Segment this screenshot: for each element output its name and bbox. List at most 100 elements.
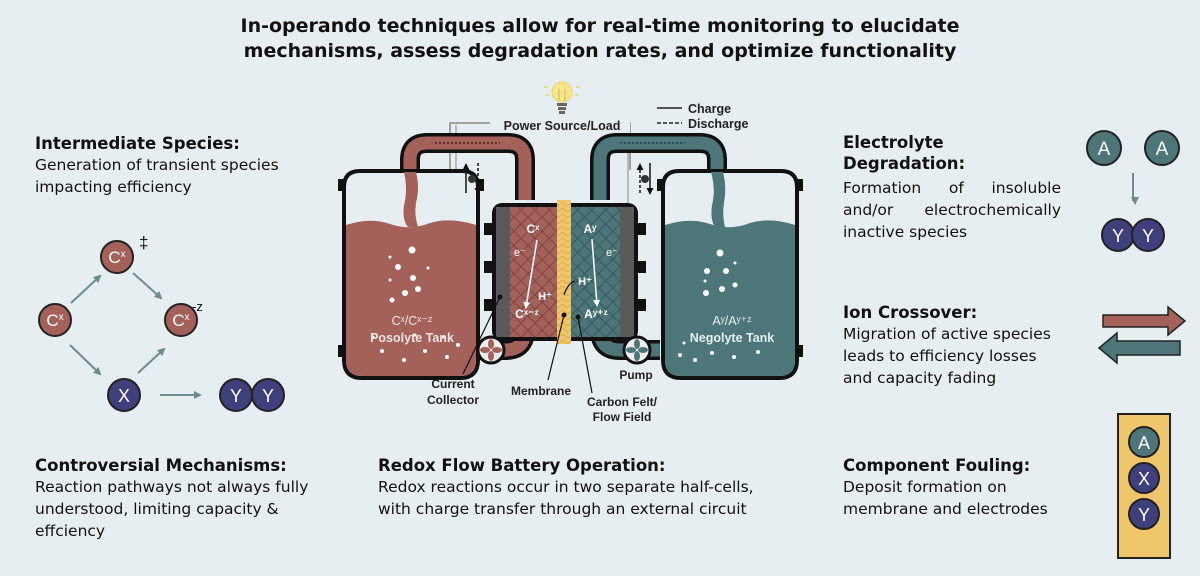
posolyte-species-label: Cˣ/Cˣ⁻ᶻ <box>392 314 433 328</box>
title-line-2: mechanisms, assess degradation rates, an… <box>243 40 957 62</box>
label-current-collector-1: Current <box>431 377 474 391</box>
cell-species-cx: Cˣ <box>526 222 540 236</box>
svg-text:Y: Y <box>262 386 274 406</box>
negolyte-pipe <box>590 133 727 200</box>
fouling-icon: A X Y <box>1117 413 1171 559</box>
legend-charge-label: Charge <box>688 102 731 116</box>
species-cx-transition: Cx ‡ <box>100 233 148 274</box>
section-body-line: impacting efficiency <box>35 178 192 196</box>
label-carbon-felt-2: Flow Field <box>593 410 652 424</box>
section-heading: Degradation: <box>843 154 966 173</box>
svg-text:X: X <box>118 386 130 406</box>
section-body-line: Generation of transient species <box>35 156 279 174</box>
power-source-label: Power Source/Load <box>504 119 621 133</box>
section-component-fouling: Component Fouling: Deposit formation on … <box>843 455 1083 520</box>
cell-electron-left: e⁻ <box>514 247 526 259</box>
reduced-charge-mark: -z <box>192 299 203 314</box>
section-heading: Component Fouling: <box>843 456 1031 475</box>
current-collector-right <box>620 207 634 337</box>
species-x: X <box>107 378 141 412</box>
svg-text:Y: Y <box>1142 226 1154 246</box>
label-pump: Pump <box>619 368 652 382</box>
pump-negolyte <box>622 335 652 365</box>
transition-state-mark: ‡ <box>139 233 148 252</box>
negolyte-species-label: Aʸ/Aʸ⁺ᶻ <box>712 314 752 328</box>
svg-text:Cx: Cx <box>172 311 189 330</box>
arrow-transition-to-reduced <box>132 272 163 300</box>
title-line-1: In-operando techniques allow for real-ti… <box>240 15 960 37</box>
svg-text:Y: Y <box>1138 505 1150 525</box>
label-carbon-felt-1: Carbon Felt/ <box>587 395 658 409</box>
section-heading: Ion Crossover: <box>843 303 978 322</box>
posolyte-tank-label: Posolyte Tank <box>370 331 454 345</box>
cell-species-ay: Aʸ <box>584 222 598 236</box>
section-body-line: Migration of active species <box>843 325 1051 343</box>
section-body-line: Redox reactions occur in two separate ha… <box>378 478 754 496</box>
species-x: X <box>1128 462 1160 494</box>
page-title: In-operando techniques allow for real-ti… <box>0 14 1200 64</box>
svg-text:Cx: Cx <box>46 311 63 330</box>
current-collector-left <box>496 207 510 337</box>
section-body-line: effciency <box>35 522 106 540</box>
section-heading: Electrolyte <box>843 133 944 152</box>
svg-text:X: X <box>1138 469 1150 489</box>
section-heading: Intermediate Species: <box>35 134 240 153</box>
section-heading: Redox Flow Battery Operation: <box>378 456 666 475</box>
svg-text:A: A <box>1138 433 1150 453</box>
carbon-felt-posolyte <box>510 207 557 337</box>
section-body-line: and capacity fading <box>843 369 997 387</box>
section-redox-flow-battery: Redox Flow Battery Operation: Redox reac… <box>378 455 798 520</box>
species-cx-reduced: Cx -z <box>164 299 203 337</box>
crossover-arrows <box>1097 305 1187 365</box>
species-y: Y <box>1128 498 1160 530</box>
species-cx: Cx <box>38 303 72 337</box>
section-body: Formation of insoluble and/or electroche… <box>843 179 1061 241</box>
arrow-x-to-reduced <box>137 347 166 374</box>
label-membrane: Membrane <box>511 384 571 398</box>
negolyte-tank: Aʸ/Aʸ⁺ᶻ Negolyte Tank <box>657 169 803 380</box>
cell-species-cxz: Cˣ⁻ᶻ <box>515 307 539 321</box>
lightbulb-icon <box>544 81 580 114</box>
species-a: A <box>1086 130 1122 166</box>
legend: Charge Discharge <box>657 102 748 131</box>
arrow-left-icon <box>1097 331 1181 365</box>
species-yy: Y Y <box>1101 218 1165 252</box>
arrow-right-icon <box>1102 305 1187 337</box>
species-yy: Y Y <box>219 378 285 412</box>
section-electrolyte-degradation: Electrolyte Degradation: Formation of in… <box>843 132 1061 243</box>
section-body-line: Reaction pathways not always fully <box>35 478 309 496</box>
cell-proton-left: H⁺ <box>538 291 552 303</box>
svg-text:Cx: Cx <box>108 248 125 267</box>
section-intermediate-species: Intermediate Species: Generation of tran… <box>35 133 315 198</box>
section-ion-crossover: Ion Crossover: Migration of active speci… <box>843 302 1083 389</box>
legend-discharge-label: Discharge <box>688 117 748 131</box>
svg-text:Y: Y <box>1112 226 1124 246</box>
section-body-line: leads to efficiency losses <box>843 347 1037 365</box>
section-controversial-mechanisms: Controversial Mechanisms: Reaction pathw… <box>35 455 355 542</box>
svg-text:A: A <box>1098 139 1111 160</box>
section-body-line: membrane and electrodes <box>843 500 1048 518</box>
redox-flow-battery-diagram: Power Source/Load Charge Discharge <box>338 81 803 424</box>
section-body-line: with charge transfer through an external… <box>378 500 747 518</box>
membrane <box>557 200 571 344</box>
section-body-line: Deposit formation on <box>843 478 1007 496</box>
label-current-collector-2: Collector <box>427 393 479 407</box>
cell-electron-right: e⁻ <box>606 247 618 259</box>
electrochemical-cell: Cˣ Cˣ⁻ᶻ e⁻ H⁺ Aʸ Aʸ⁺ᶻ e⁻ H⁺ <box>484 200 646 344</box>
negolyte-tank-label: Negolyte Tank <box>690 331 775 345</box>
mechanism-diagram: Cx Cx ‡ Cx -z X Y Y <box>38 233 285 412</box>
arrow-cx-to-x <box>69 344 102 376</box>
section-body-line: understood, limiting capacity & <box>35 500 279 518</box>
cell-proton-right: H⁺ <box>578 276 592 288</box>
degradation-icon: A A Y Y <box>1086 130 1180 252</box>
svg-text:A: A <box>1156 139 1169 160</box>
posolyte-tank: Cˣ/Cˣ⁻ᶻ Posolyte Tank <box>338 169 484 380</box>
species-a: A <box>1144 130 1180 166</box>
arrow-cx-to-transition <box>70 274 102 304</box>
svg-text:Y: Y <box>230 386 242 406</box>
pump-posolyte <box>476 335 506 365</box>
section-heading: Controversial Mechanisms: <box>35 456 287 475</box>
electron-flow-left <box>462 163 482 195</box>
species-a: A <box>1128 426 1160 458</box>
cell-species-ayz: Aʸ⁺ᶻ <box>584 307 608 321</box>
